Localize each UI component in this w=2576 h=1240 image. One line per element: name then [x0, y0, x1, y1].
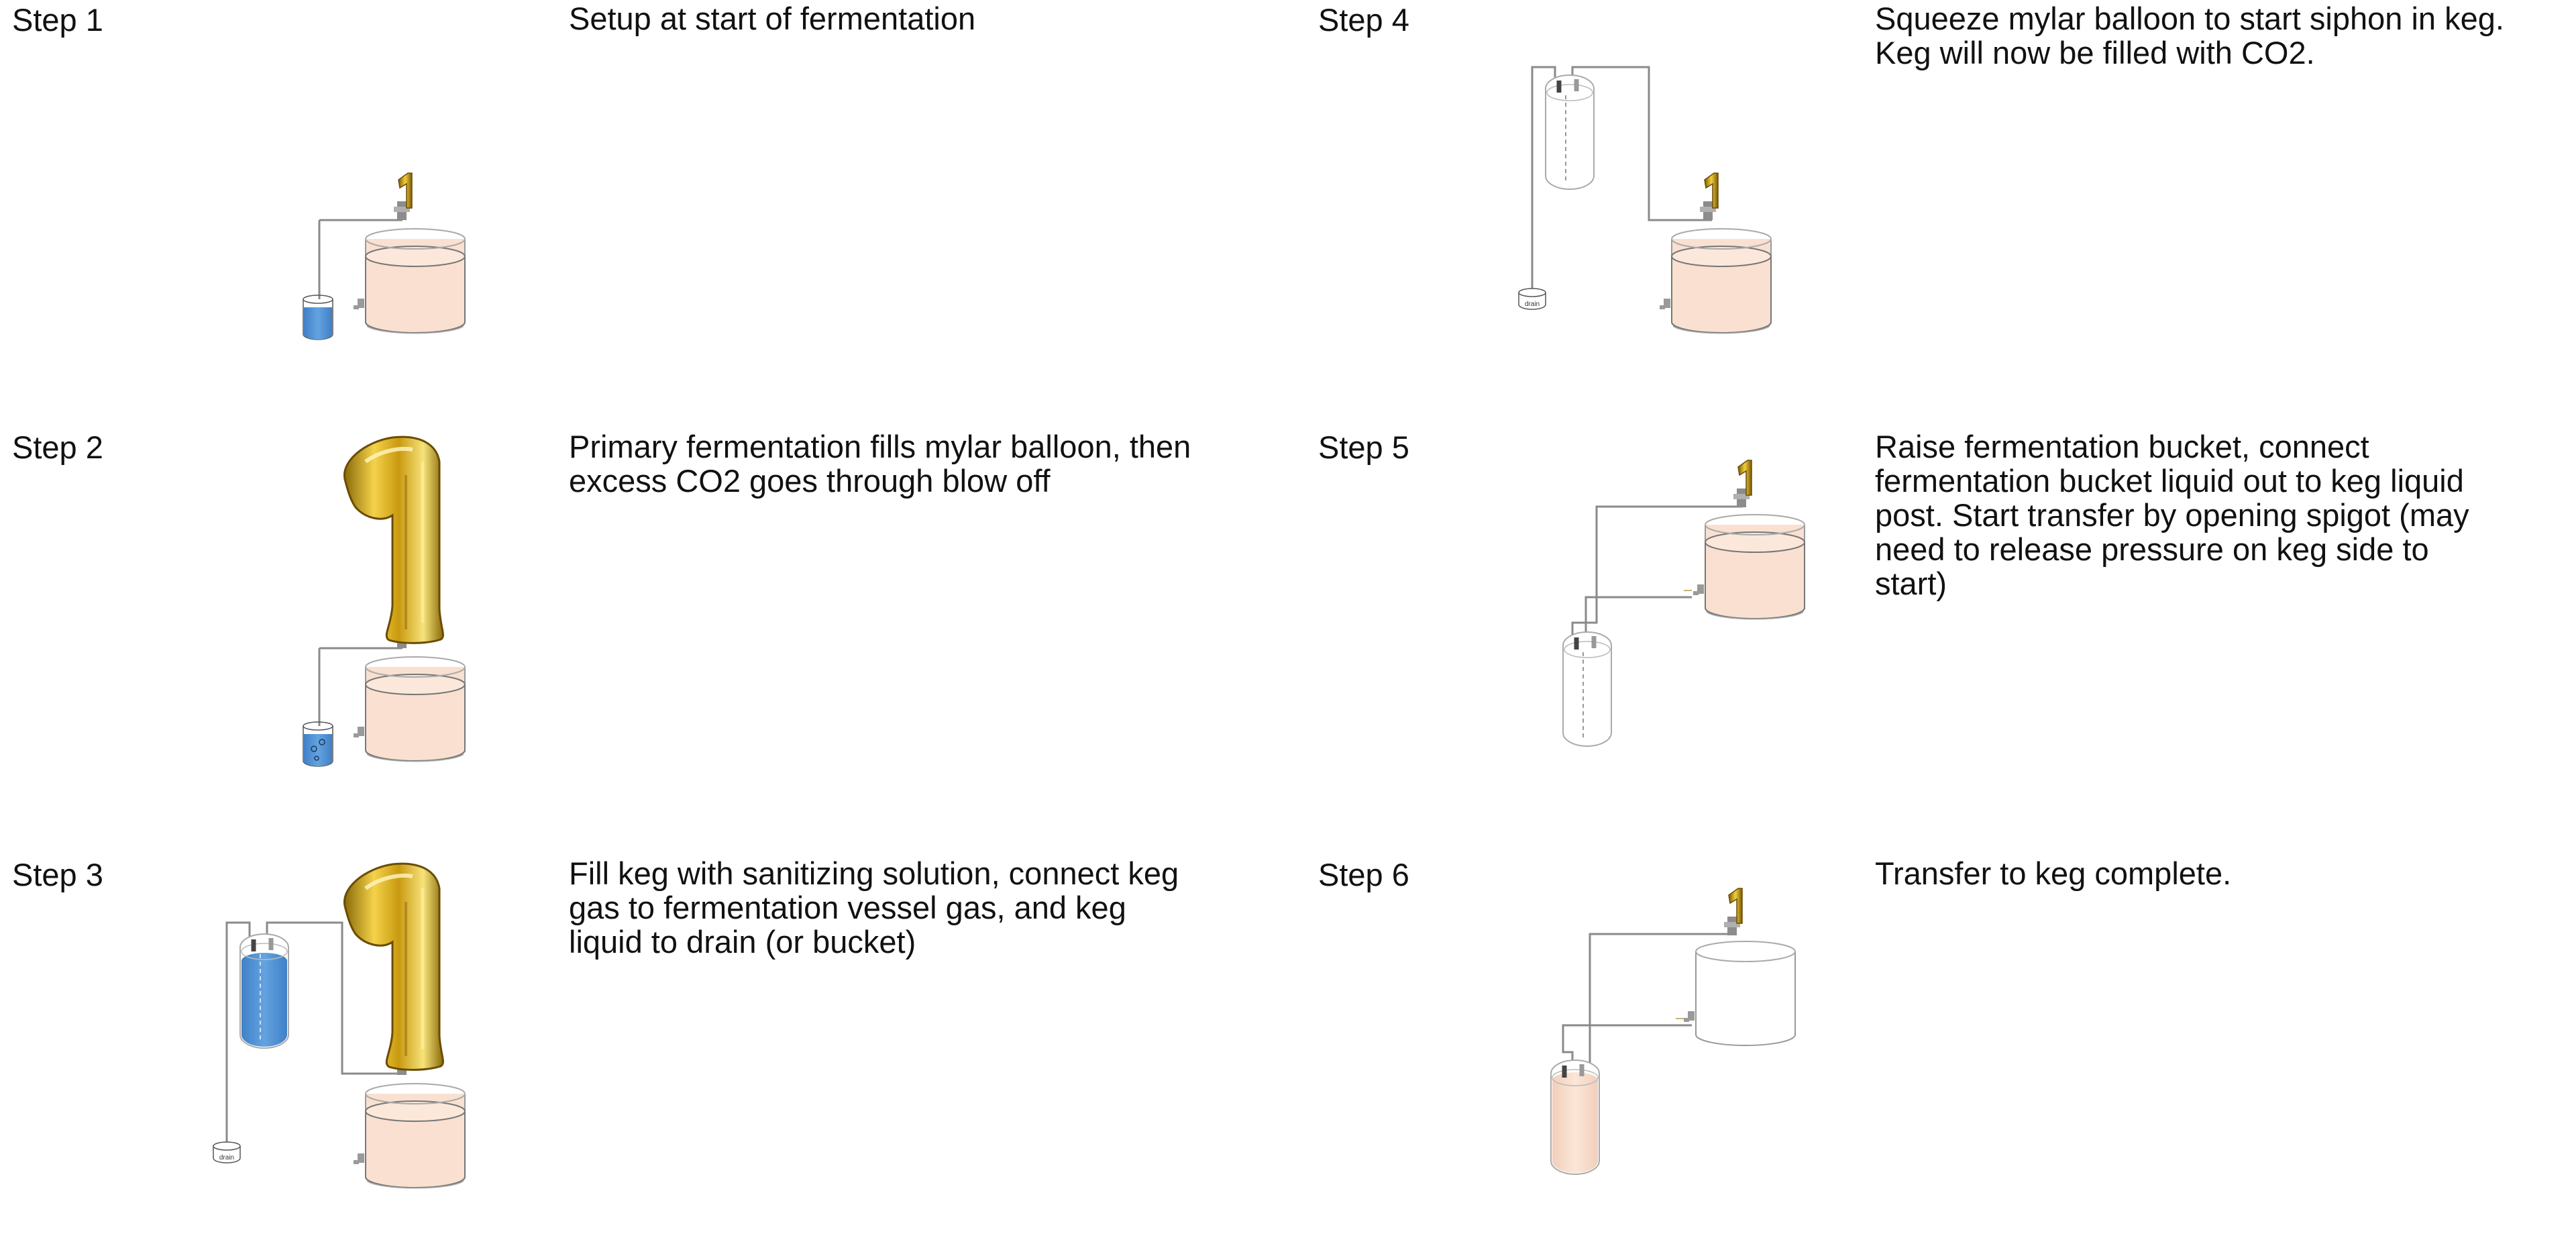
fermentation-bucket	[353, 228, 466, 334]
inflated-balloon	[344, 864, 443, 1070]
inflated-balloon	[344, 437, 443, 643]
fermentation-bucket-empty	[1683, 941, 1796, 1046]
drain-label: drain	[219, 1154, 234, 1161]
step-1-description: Setup at start of fermentation	[569, 1, 976, 36]
keg-empty	[1563, 632, 1611, 746]
step-6-description: Transfer to keg complete.	[1875, 856, 2232, 891]
step-6-label: Step 6	[1318, 857, 1409, 892]
step-2-label: Step 2	[12, 429, 103, 465]
fermentation-bucket	[353, 1083, 466, 1189]
step-4-label: Step 4	[1318, 2, 1409, 38]
fermentation-bucket	[1659, 228, 1772, 334]
step-4-description: Squeeze mylar balloon to start siphon in…	[1875, 1, 2504, 70]
step-3-label: Step 3	[12, 857, 103, 892]
step-2-description: Primary fermentation fills mylar balloon…	[569, 429, 1191, 499]
keg-empty	[1546, 75, 1594, 189]
keg-full	[1551, 1060, 1599, 1174]
step-3-diagram: drain	[213, 864, 466, 1189]
step-1-diagram	[303, 172, 466, 340]
step-5-label: Step 5	[1318, 429, 1409, 465]
step-4-diagram: drain	[1518, 66, 1772, 334]
blow-off-jar	[303, 295, 333, 340]
step-3-description: Fill keg with sanitizing solution, conne…	[569, 856, 1179, 960]
fermentation-bucket	[353, 656, 466, 762]
step-2-diagram	[303, 437, 466, 767]
step-1-label: Step 1	[12, 2, 103, 38]
keg-sanitizer	[240, 934, 288, 1048]
fermentation-bucket-raised	[1693, 514, 1805, 620]
step-6-diagram	[1551, 888, 1796, 1174]
drain-label: drain	[1525, 301, 1540, 308]
step-5-description: Raise fermentation bucket, connect ferme…	[1875, 429, 2469, 601]
step-5-diagram	[1563, 460, 1805, 746]
